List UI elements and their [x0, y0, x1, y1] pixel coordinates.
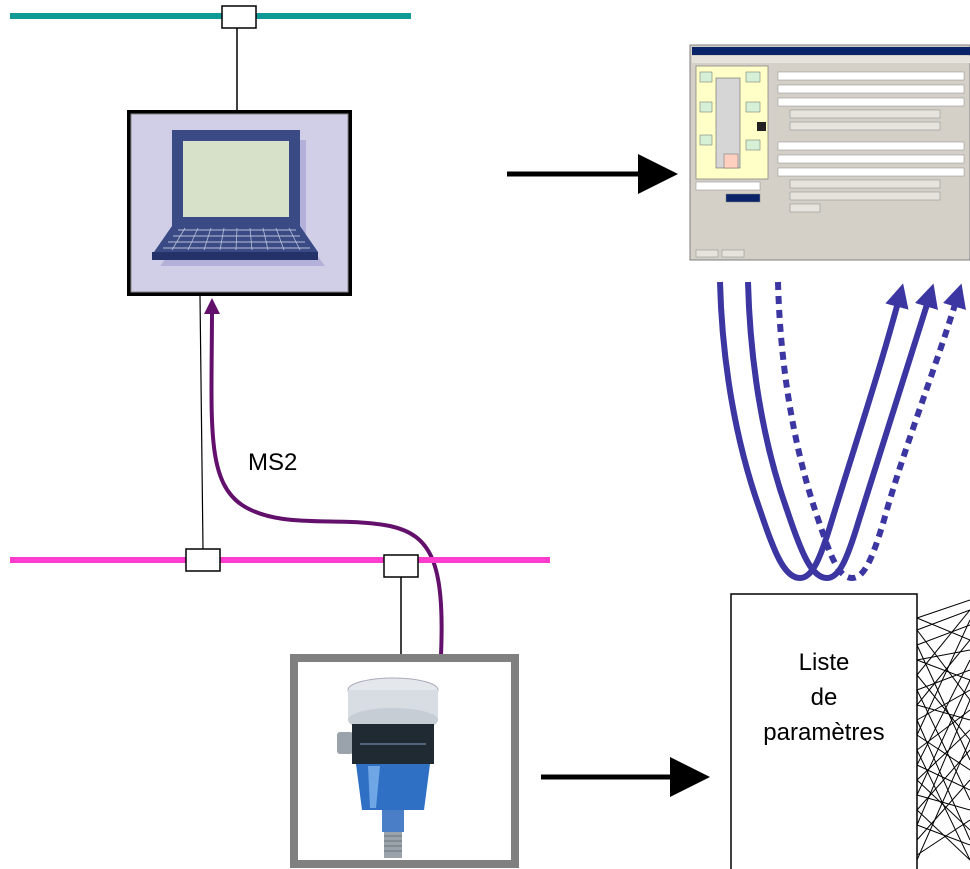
pc-bus-cable	[199, 295, 204, 550]
pc-station	[127, 110, 352, 296]
param-list-line1: Liste	[799, 649, 850, 676]
flow-arrow-2	[745, 281, 938, 582]
param-list-line2: de	[811, 684, 838, 711]
pressure-transmitter-icon	[337, 677, 439, 858]
lower-bus-connector-device	[383, 554, 419, 578]
ms2-label: MS2	[248, 449, 297, 476]
flow-arrow-1	[717, 281, 909, 582]
laptop-icon	[152, 130, 325, 266]
flow-arrows	[717, 281, 966, 582]
field-device	[290, 654, 519, 868]
flow-arrow-3-dotted	[775, 281, 966, 582]
param-list: Liste de paramètres	[730, 593, 918, 869]
upper-bus-connector	[221, 5, 257, 29]
lower-bus-connector-pc	[185, 548, 221, 572]
param-list-line3: paramètres	[763, 719, 884, 746]
param-fan-lines	[916, 599, 970, 861]
config-screenshot	[689, 44, 970, 261]
ms2-link	[203, 298, 444, 656]
